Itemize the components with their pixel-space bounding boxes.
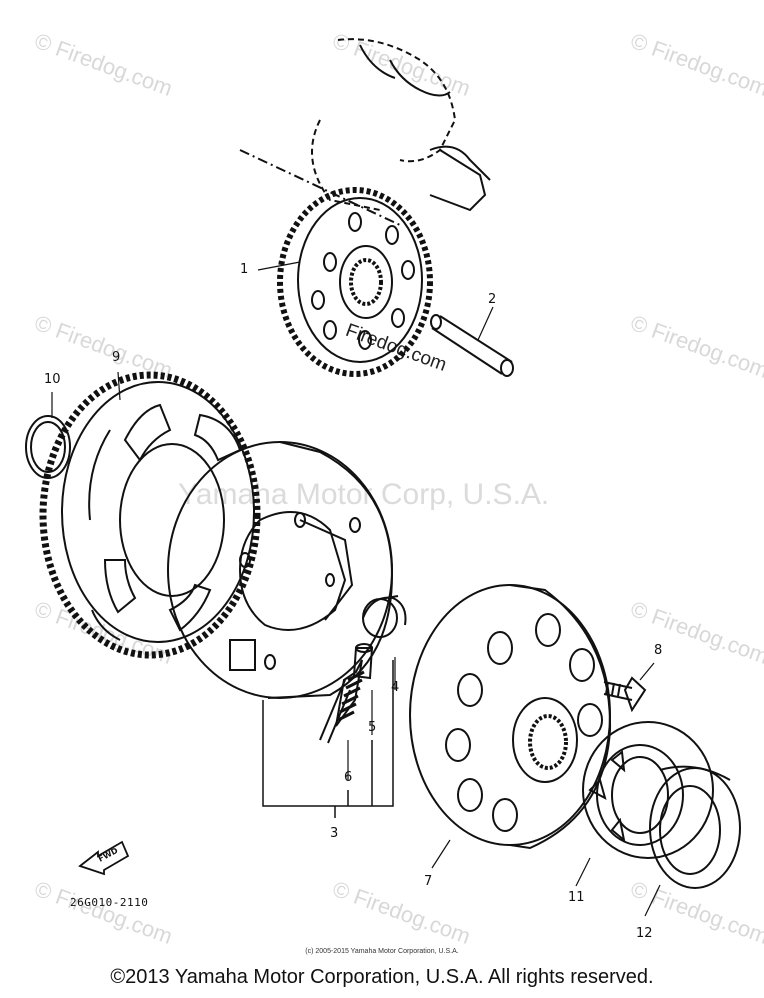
diagram-code: 26G010-2110 — [70, 896, 149, 909]
leader-lines — [51, 261, 661, 917]
callout-9: 9 — [112, 350, 121, 365]
part-4-roller — [362, 595, 407, 638]
part-2-pin — [430, 314, 514, 377]
callout-8: 8 — [654, 643, 663, 658]
callout-7: 7 — [424, 874, 433, 889]
part-11-bearing — [582, 721, 714, 859]
callout-3: 3 — [330, 826, 339, 841]
part-7-gear-plate — [409, 584, 612, 850]
callout-12: 12 — [636, 926, 653, 941]
part-3-clutch-housing — [167, 441, 394, 699]
callout-1: 1 — [240, 262, 249, 277]
callout-10: 10 — [44, 372, 61, 387]
part-10-oring — [25, 415, 71, 479]
part-1-gear — [277, 187, 433, 377]
callout-5: 5 — [368, 720, 377, 735]
callout-6: 6 — [344, 770, 353, 785]
copyright-notice: ©2013 Yamaha Motor Corporation, U.S.A. A… — [110, 966, 654, 988]
part-3-bracket — [262, 660, 394, 818]
callout-11: 11 — [568, 890, 585, 905]
part-12-washer — [649, 765, 741, 889]
part-6-spring — [319, 659, 365, 744]
part-8-screw — [603, 676, 647, 713]
crankshaft-part — [239, 38, 491, 226]
part-9-large-gear — [39, 371, 261, 659]
small-copyright: (c) 2005-2015 Yamaha Motor Corporation, … — [305, 948, 459, 955]
callout-2: 2 — [488, 292, 497, 307]
part-5-plunger — [352, 643, 374, 680]
forward-arrow-icon — [78, 840, 130, 876]
callout-4: 4 — [391, 680, 400, 695]
